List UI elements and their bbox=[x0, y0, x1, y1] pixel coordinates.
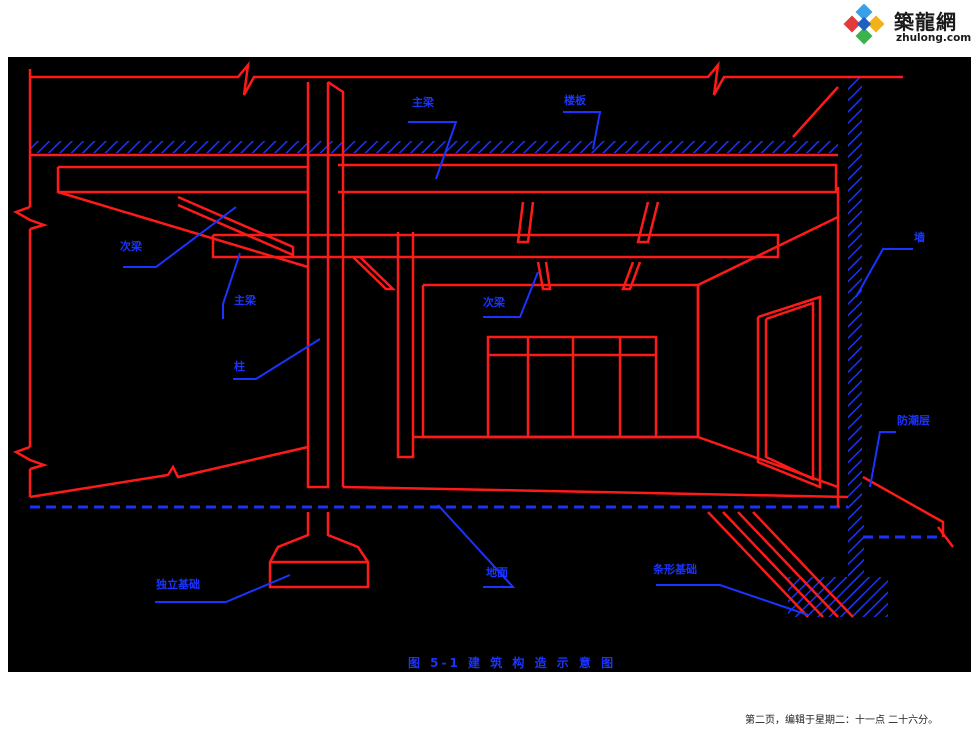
label-independent-footing: 独立基础 bbox=[156, 578, 200, 591]
label-wall: 墙 bbox=[914, 231, 925, 244]
logo-title: 築龍網 bbox=[894, 10, 957, 34]
zhulong-logo: 築龍網 zhulong.com bbox=[842, 4, 972, 48]
label-strip-footing: 条形基础 bbox=[653, 563, 697, 576]
structure-drawing bbox=[13, 60, 954, 618]
label-secondary-beam-mid: 次梁 bbox=[483, 296, 505, 309]
label-main-beam-top: 主梁 bbox=[412, 96, 434, 109]
label-secondary-beam-left: 次梁 bbox=[120, 240, 142, 253]
figure-caption: 图 5-1 建 筑 构 造 示 意 图 bbox=[408, 656, 617, 670]
label-floor-slab: 楼板 bbox=[564, 94, 586, 107]
building-structure-diagram: 主梁 楼板 次梁 主梁 次梁 柱 墙 防潮层 独立基础 地面 条形基础 图 5-… bbox=[8, 57, 971, 672]
flower-logo-icon bbox=[843, 4, 885, 45]
logo-subtitle: zhulong.com bbox=[896, 32, 972, 44]
red-structure bbox=[13, 60, 954, 618]
label-main-beam-left: 主梁 bbox=[234, 294, 256, 307]
label-column: 柱 bbox=[234, 360, 245, 373]
slide-footer-note: 第二页，编辑于星期二：十一点 二十六分。 bbox=[745, 715, 939, 726]
label-damp-proof-course: 防潮层 bbox=[897, 414, 930, 427]
wall-hatch bbox=[848, 77, 862, 517]
floor-slab-hatch bbox=[30, 141, 838, 153]
leader-lines bbox=[123, 111, 913, 616]
label-ground: 地面 bbox=[486, 566, 508, 579]
